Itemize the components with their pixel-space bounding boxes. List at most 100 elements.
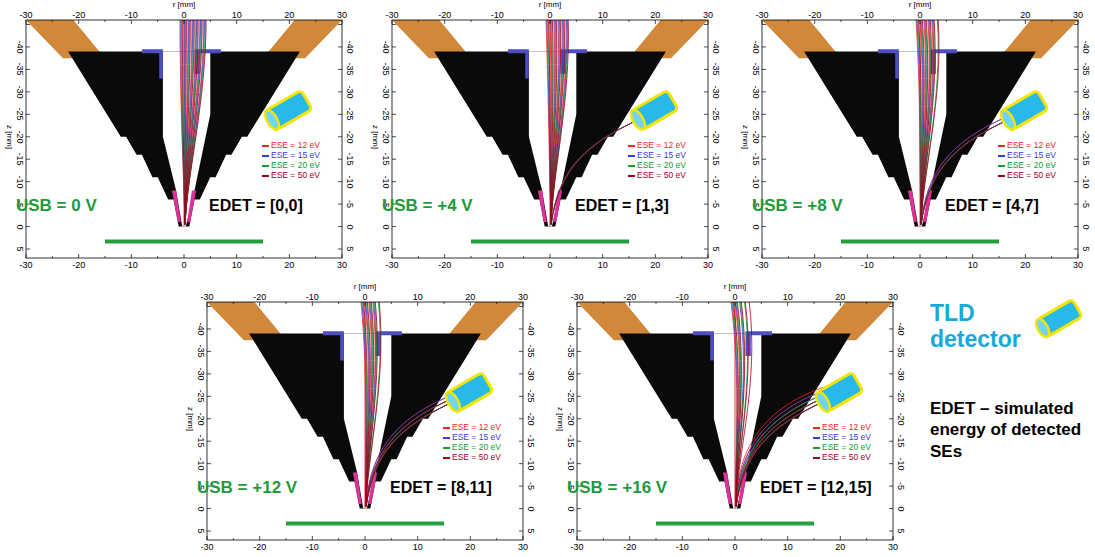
tick-mark <box>704 24 708 25</box>
tick-label: -20 <box>438 261 451 270</box>
legend-swatch <box>628 165 635 167</box>
legend-swatch <box>262 175 269 177</box>
tick-mark <box>972 254 973 258</box>
se-trajectory <box>921 20 935 224</box>
legend-row: ESE = 15 eV <box>628 150 686 160</box>
tick-mark <box>338 159 342 160</box>
tick-label: -25 <box>896 390 905 403</box>
se-trajectory <box>185 20 206 224</box>
tick-label: -40 <box>751 40 760 53</box>
tick-mark <box>263 20 264 22</box>
tick-mark <box>629 20 630 22</box>
tick-mark <box>576 256 577 258</box>
tick-mark <box>26 24 30 25</box>
tick-mark <box>762 249 766 250</box>
tick-label: -15 <box>896 435 905 448</box>
legend-text: ESE = 20 eV <box>822 442 871 452</box>
trajectory-plot <box>555 282 910 554</box>
tick-label: -15 <box>15 153 24 166</box>
tick-mark <box>814 302 815 304</box>
tick-mark <box>920 20 921 24</box>
tick-mark <box>550 254 551 258</box>
tick-mark <box>577 351 581 352</box>
tick-mark <box>523 256 524 258</box>
tick-label: -30 <box>896 367 905 380</box>
se-trajectory <box>363 302 367 506</box>
tick-mark <box>365 302 366 306</box>
tick-mark <box>577 418 581 419</box>
tick-label: -35 <box>381 63 390 76</box>
tick-mark <box>787 302 788 306</box>
tick-label: -40 <box>526 322 535 335</box>
blue-electrode <box>878 49 899 78</box>
tick-mark <box>762 46 766 47</box>
tick-mark <box>523 20 524 22</box>
tick-label: 10 <box>968 11 978 20</box>
tick-label: -10 <box>491 11 504 20</box>
detected-energy: EDET = [12,15] <box>760 479 872 497</box>
tick-mark <box>550 20 551 24</box>
tick-label: -10 <box>491 261 504 270</box>
tick-mark <box>207 328 211 329</box>
tick-mark <box>519 373 523 374</box>
tick-label: -10 <box>345 175 354 188</box>
tick-label: -20 <box>72 261 85 270</box>
se-trajectory <box>921 20 931 224</box>
tick-mark <box>26 226 30 227</box>
tick-label: 5 <box>526 529 535 534</box>
tick-label: 0 <box>345 224 354 229</box>
blue-electrode <box>508 49 529 78</box>
tick-mark <box>338 302 339 304</box>
tick-mark <box>893 256 894 258</box>
tick-label: -20 <box>438 11 451 20</box>
tick-label: -40 <box>566 322 575 335</box>
tick-label: -30 <box>19 261 32 270</box>
tick-mark <box>519 508 523 509</box>
tick-mark <box>1025 254 1026 258</box>
tick-label: 20 <box>1020 261 1030 270</box>
tick-label: -30 <box>381 85 390 98</box>
tick-mark <box>417 302 418 306</box>
tick-mark <box>519 306 523 307</box>
tick-mark <box>1074 46 1078 47</box>
tick-mark <box>78 20 79 24</box>
se-trajectory <box>921 20 939 224</box>
tick-mark <box>946 20 947 22</box>
tick-mark <box>207 531 211 532</box>
tick-label: 0 <box>732 293 737 302</box>
tick-mark <box>444 20 445 24</box>
tick-mark <box>889 396 893 397</box>
se-trajectory <box>918 20 921 224</box>
tick-label: -20 <box>381 130 390 143</box>
tick-mark <box>312 536 313 540</box>
tick-mark <box>338 136 342 137</box>
plot-area <box>762 20 1078 258</box>
blue-electrode <box>746 331 772 356</box>
legend-row: ESE = 50 eV <box>628 170 686 180</box>
tick-label: 0 <box>917 261 922 270</box>
tick-mark <box>286 302 287 304</box>
tick-mark <box>889 441 893 442</box>
tick-mark <box>1074 91 1078 92</box>
tick-mark <box>338 226 342 227</box>
tick-mark <box>704 46 708 47</box>
legend-text: TLD detector <box>930 300 1030 353</box>
se-trajectory <box>185 20 205 224</box>
tld-detector <box>813 372 863 414</box>
tick-label: 0 <box>751 224 760 229</box>
tick-label: -10 <box>125 261 138 270</box>
tick-mark <box>1074 24 1078 25</box>
tick-mark <box>893 302 894 306</box>
simulation-panel: r [mm]-30-20-100102030-30-20-100102030z … <box>185 282 540 554</box>
tick-mark <box>762 181 766 182</box>
tick-mark <box>1078 20 1079 24</box>
tick-mark <box>312 302 313 306</box>
tick-mark <box>418 256 419 258</box>
tick-mark <box>814 254 815 258</box>
legend-swatch <box>998 165 1005 167</box>
tick-label: 10 <box>232 11 242 20</box>
trajectory-plot <box>370 0 725 272</box>
tick-label: -30 <box>566 367 575 380</box>
tick-mark <box>519 463 523 464</box>
tick-label: -30 <box>751 85 760 98</box>
